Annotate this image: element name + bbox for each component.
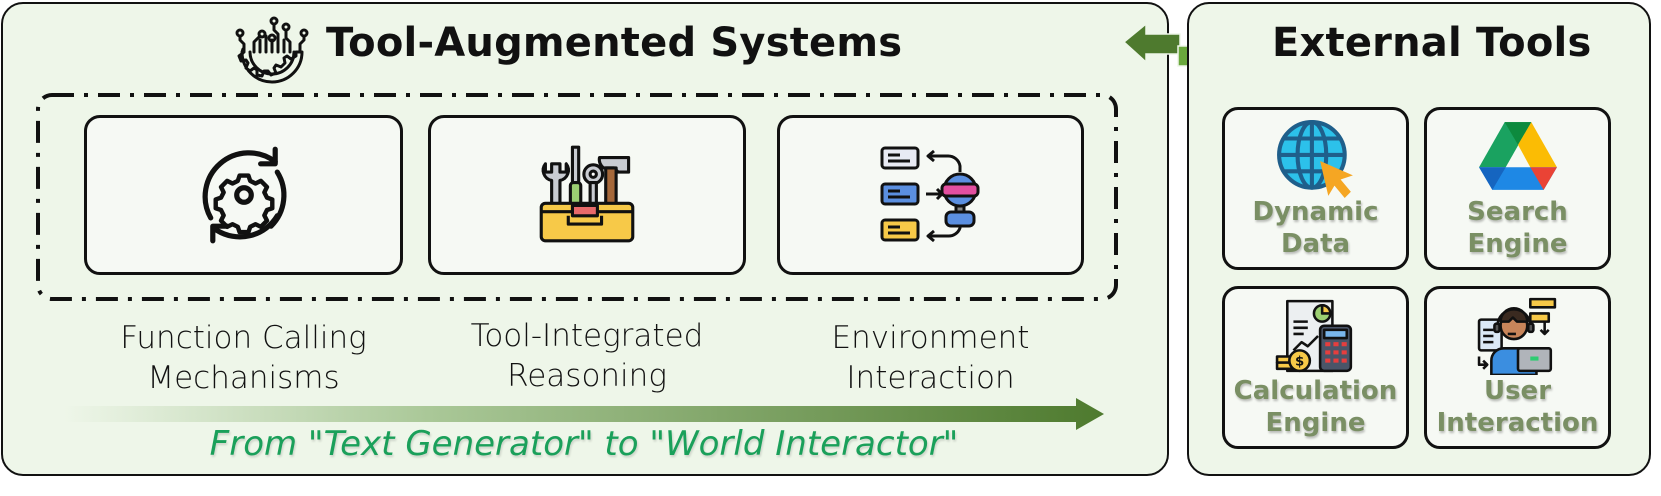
tool-label: User Interaction [1427, 375, 1608, 439]
label-line: Interaction [1436, 408, 1599, 438]
label-line: Mechanisms [147, 360, 340, 396]
label-line: User [1483, 376, 1552, 406]
label-line: Interaction [846, 360, 1015, 396]
gear-refresh-icon [202, 146, 286, 244]
progression-arrow [64, 398, 1104, 430]
tool-integrated-card[interactable] [428, 115, 746, 275]
drive-triangle-icon [1478, 122, 1557, 190]
support-agent-icon [1477, 297, 1556, 375]
label-line: Function Calling [120, 320, 367, 356]
ai-gear-circuit-icon [235, 16, 309, 84]
panel-title: External Tools [1272, 20, 1592, 66]
tagline: From "Text Generator" to "World Interact… [209, 424, 959, 464]
svg-text:$: $ [1294, 355, 1303, 370]
label-line: Engine [1467, 229, 1568, 259]
environment-interaction-card[interactable] [777, 115, 1084, 275]
categories-group-border [36, 93, 1118, 301]
label-line: Data [1280, 229, 1351, 259]
calculation-engine-card[interactable]: $ Calculation Engine [1222, 286, 1409, 449]
panel-title: Tool-Augmented Systems [326, 20, 903, 66]
label-line: Dynamic [1252, 197, 1379, 227]
label-line: Engine [1265, 408, 1366, 438]
tool-label: Dynamic Data [1225, 196, 1406, 260]
label-line: Reasoning [507, 358, 667, 394]
category-label: Tool-Integrated Reasoning [428, 316, 746, 396]
toolbox-icon [539, 145, 635, 243]
calculator-report-icon: $ [1275, 299, 1352, 373]
label-line: Tool-Integrated [470, 318, 704, 354]
globe-cursor-icon [1276, 120, 1353, 198]
dynamic-data-card[interactable]: Dynamic Data [1222, 107, 1409, 270]
vr-agent-interaction-icon [880, 146, 979, 243]
tool-label: Calculation Engine [1225, 375, 1406, 439]
category-label: Function Calling Mechanisms [84, 318, 403, 398]
user-interaction-card[interactable]: User Interaction [1424, 286, 1611, 449]
tool-label: Search Engine [1427, 196, 1608, 260]
label-line: Calculation [1233, 376, 1398, 406]
function-calling-card[interactable] [84, 115, 403, 275]
category-label: Environment Interaction [777, 318, 1084, 398]
search-engine-card[interactable]: Search Engine [1424, 107, 1611, 270]
label-line: Environment [831, 320, 1030, 356]
label-line: Search [1467, 197, 1568, 227]
